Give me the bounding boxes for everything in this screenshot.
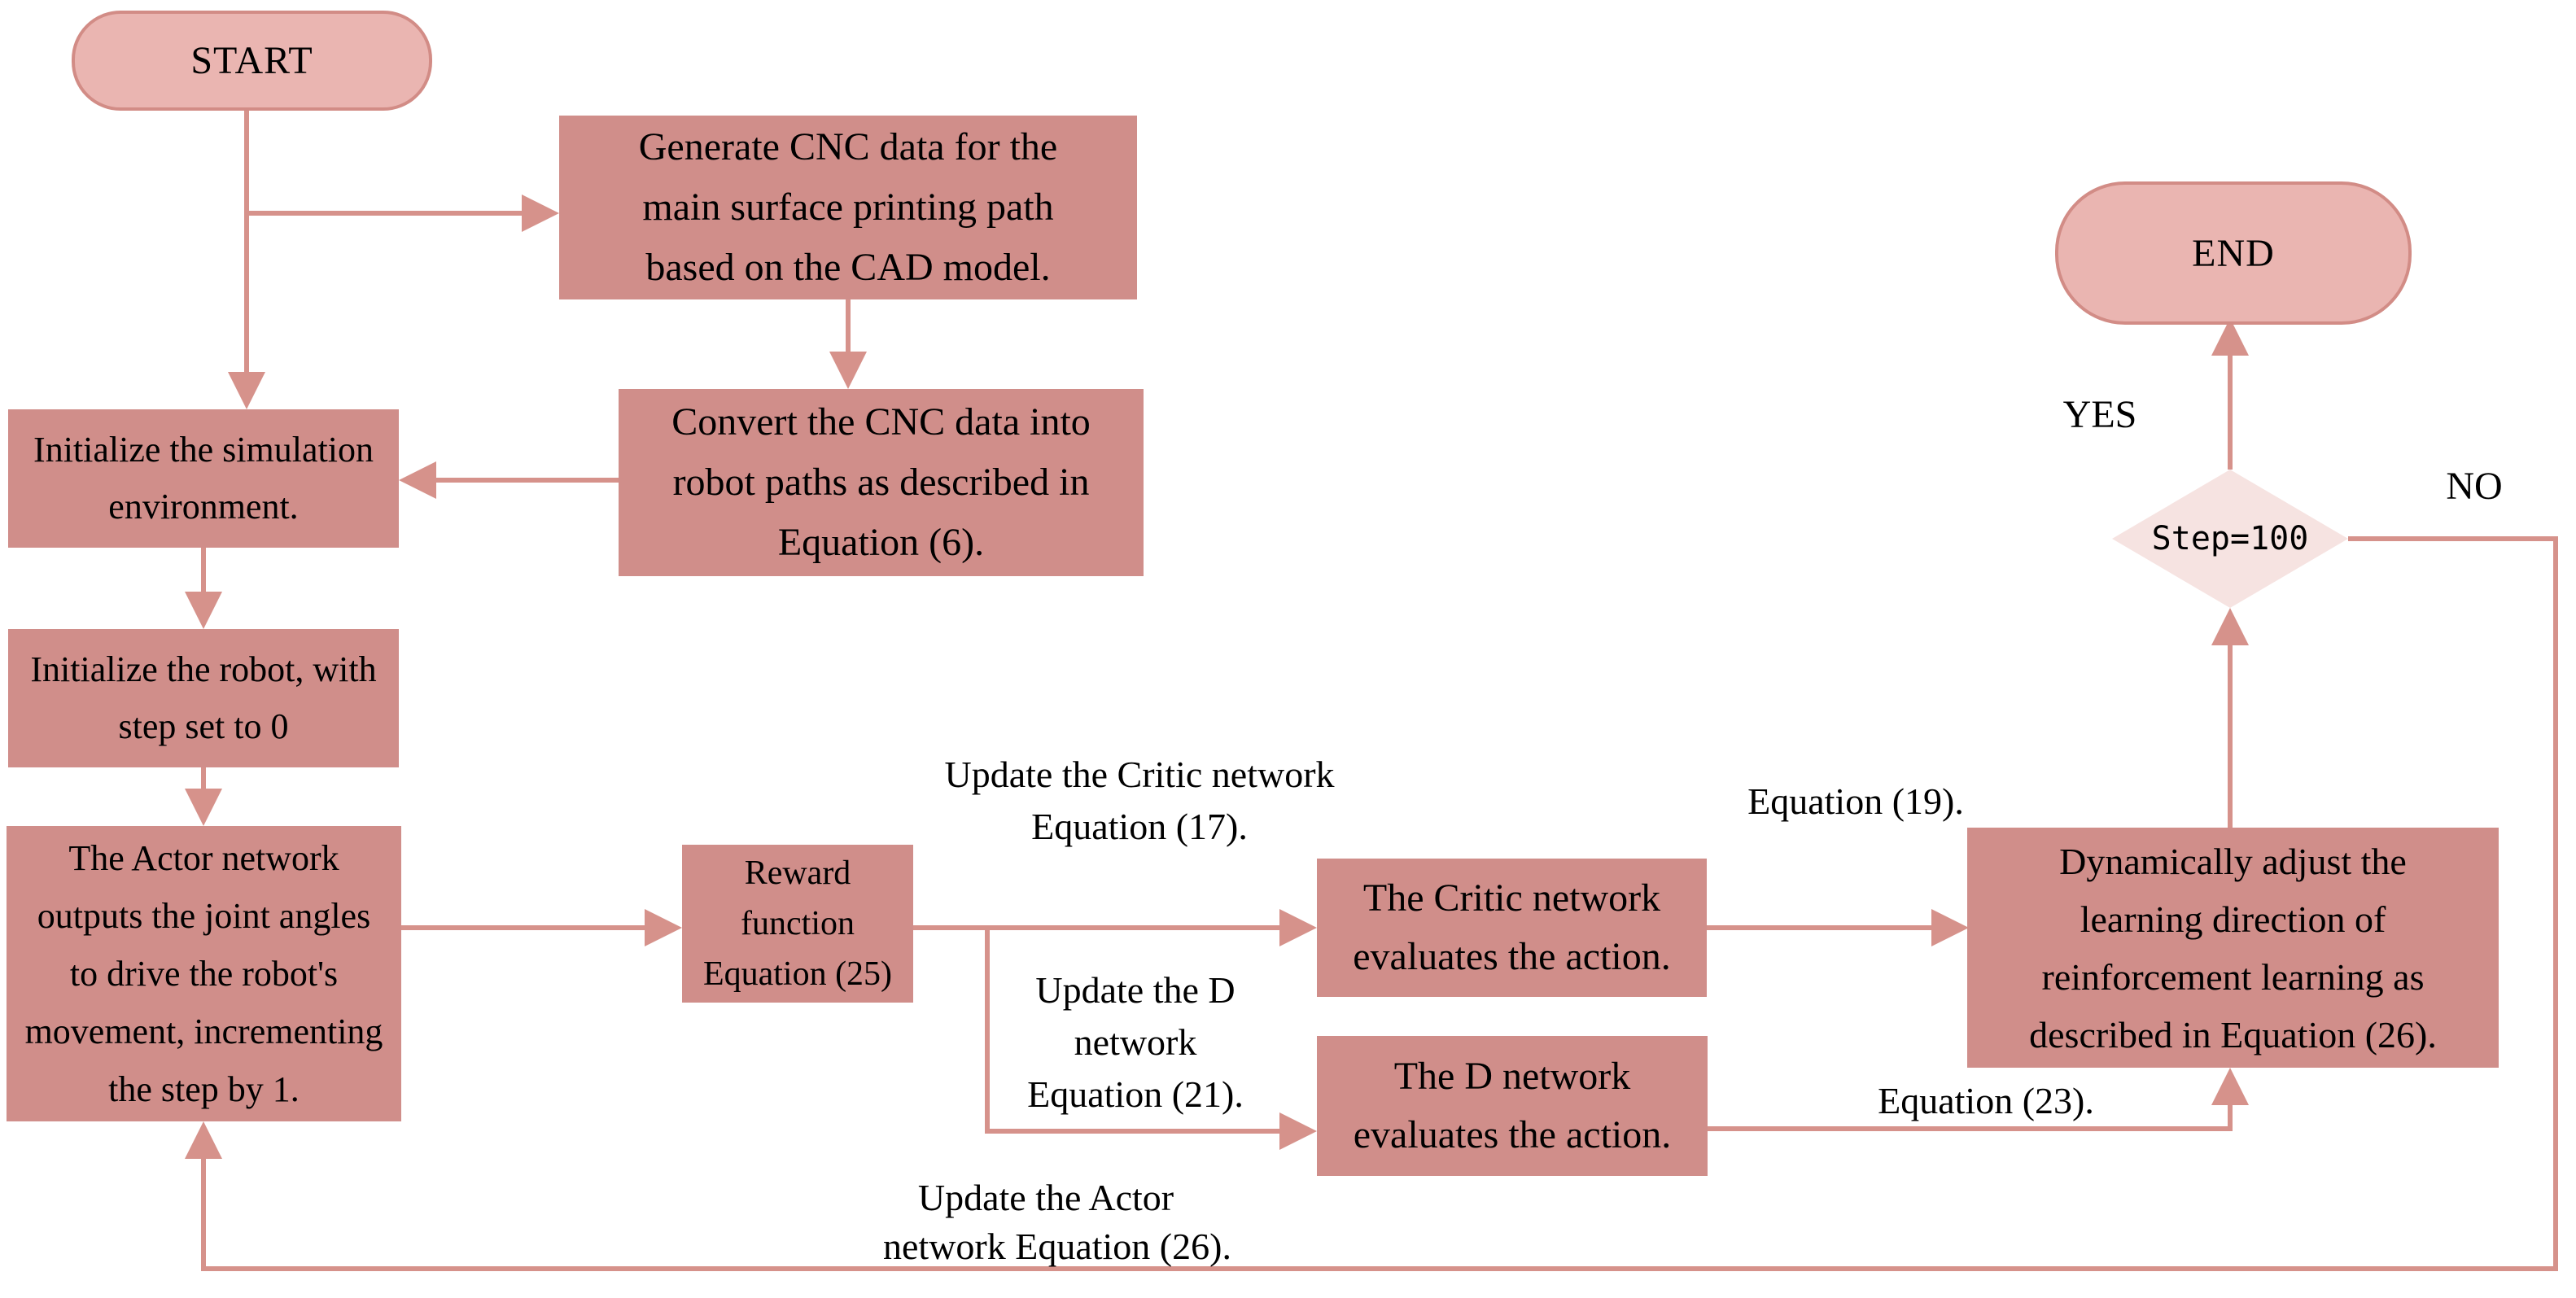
edge-label-yes: YES [2062, 393, 2137, 436]
node-decision-step-100: Step=100 [2112, 470, 2348, 608]
edge-generate-to-convert [846, 299, 851, 353]
edge-decision-to-end [2228, 356, 2233, 470]
edge-elbow-up-to-dynamic [2228, 1104, 2233, 1131]
node-end: END [2055, 181, 2412, 325]
node-start: START [72, 11, 432, 111]
edge-branch-to-dnet-vertical [985, 928, 990, 1134]
arrowhead-into-actor [185, 789, 222, 826]
edge-initrobot-to-actor [201, 767, 206, 790]
edge-dynamic-to-decision [2228, 644, 2233, 828]
arrowhead-into-actor-bottom [185, 1121, 222, 1159]
edge-convert-to-initsim [436, 478, 619, 483]
arrowhead-into-decision [2211, 608, 2249, 645]
edge-dnet-to-elbow [1708, 1126, 2233, 1131]
edge-no-horizontal-top [2348, 536, 2558, 541]
edge-label-equation-23: Equation (23). [1878, 1080, 2094, 1121]
edge-reward-to-critic [913, 925, 1281, 930]
edge-actor-to-reward [401, 925, 646, 930]
edge-no-vertical-right [2553, 536, 2558, 1271]
arrowhead-into-initrobot [185, 592, 222, 629]
edge-initsim-to-initrobot [201, 548, 206, 593]
edge-start-to-initsim [244, 104, 249, 374]
arrowhead-into-dnet [1279, 1112, 1317, 1150]
edge-branch-to-generate [244, 211, 523, 216]
arrowhead-into-critic [1279, 909, 1317, 946]
edge-branch-to-dnet-horizontal [985, 1129, 1281, 1134]
arrowhead-into-convert [829, 352, 867, 389]
arrowhead-into-dynamic [1931, 909, 1969, 946]
edge-feedback-bottom [201, 1266, 2558, 1271]
arrowhead-into-reward [645, 909, 682, 946]
decision-label: Step=100 [2151, 520, 2309, 557]
arrowhead-into-initsim-right [399, 461, 436, 499]
arrowhead-into-dynamic-bottom [2211, 1068, 2249, 1105]
arrowhead-into-generate [522, 194, 559, 232]
edge-critic-to-dynamic [1707, 925, 1933, 930]
edge-feedback-up-to-actor [201, 1159, 206, 1269]
edge-label-no: NO [2446, 465, 2503, 508]
edge-label-equation-19: Equation (19). [1747, 780, 1964, 822]
arrowhead-into-initsim [228, 372, 265, 409]
